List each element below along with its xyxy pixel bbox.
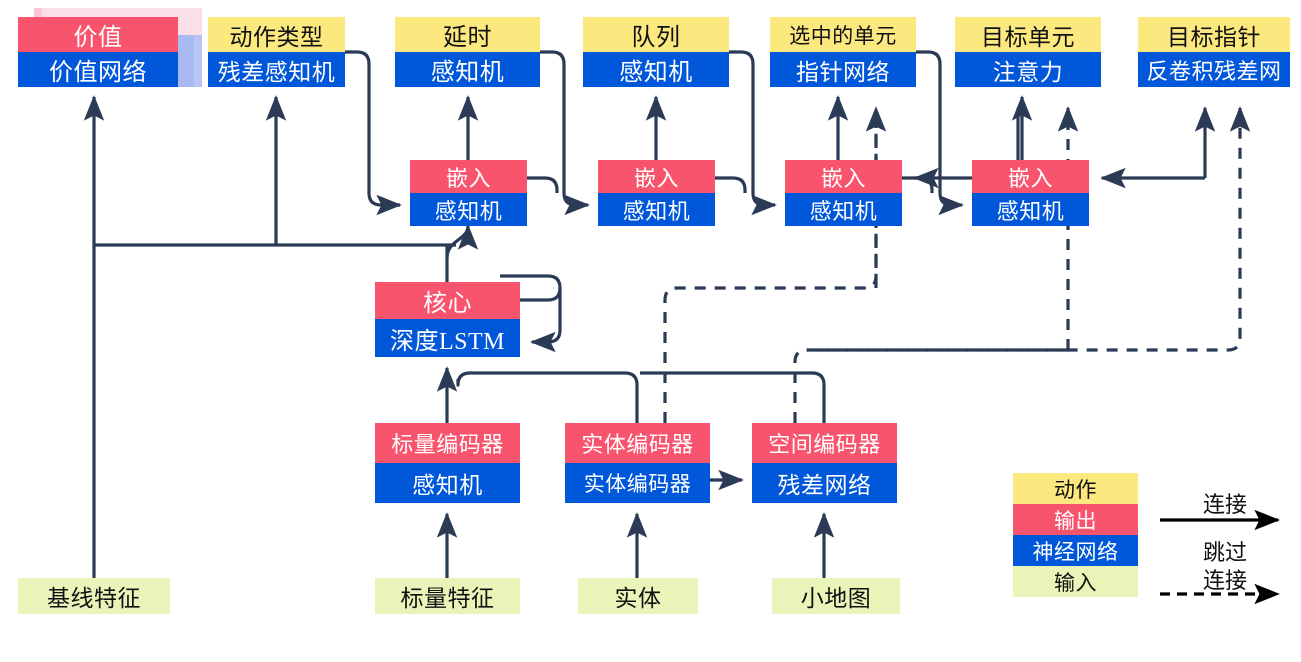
node-selected-units-bottom: 指针网络 xyxy=(770,52,916,87)
node-entity-encoder[interactable]: 实体编码器 实体编码器 xyxy=(565,423,710,503)
node-spatial-encoder[interactable]: 空间编码器 残差网络 xyxy=(752,423,897,503)
node-action-type-top: 动作类型 xyxy=(208,17,345,52)
node-embed-1-top: 嵌入 xyxy=(410,160,527,193)
node-delay[interactable]: 延时 感知机 xyxy=(395,17,540,87)
node-scalar-encoder[interactable]: 标量编码器 感知机 xyxy=(375,423,520,503)
node-queue[interactable]: 队列 感知机 xyxy=(583,17,729,87)
node-core[interactable]: 核心 深度LSTM xyxy=(375,282,520,357)
node-spatial-encoder-bottom: 残差网络 xyxy=(752,463,897,503)
input-entities-label: 实体 xyxy=(578,578,698,614)
legend-swatch-output: 输出 xyxy=(1013,504,1138,535)
node-embed-1-bottom: 感知机 xyxy=(410,193,527,226)
node-delay-bottom: 感知机 xyxy=(395,52,540,87)
node-embed-3[interactable]: 嵌入 感知机 xyxy=(785,160,902,226)
legend-swatches: 动作 输出 神经网络 输入 xyxy=(1013,473,1138,597)
node-embed-3-top: 嵌入 xyxy=(785,160,902,193)
node-core-bottom: 深度LSTM xyxy=(375,319,520,357)
node-embed-3-bottom: 感知机 xyxy=(785,193,902,226)
node-embed-2[interactable]: 嵌入 感知机 xyxy=(598,160,715,226)
node-value-top: 价值 xyxy=(18,17,178,52)
legend-arrow-layer xyxy=(1160,509,1280,605)
node-target-point-bottom: 反卷积残差网 xyxy=(1138,52,1290,87)
node-embed-4-top: 嵌入 xyxy=(972,160,1089,193)
node-spatial-encoder-top: 空间编码器 xyxy=(752,423,897,463)
node-embed-4-bottom: 感知机 xyxy=(972,193,1089,226)
input-minimap[interactable]: 小地图 xyxy=(772,578,900,614)
node-target-point[interactable]: 目标指针 反卷积残差网 xyxy=(1138,17,1290,87)
node-delay-top: 延时 xyxy=(395,17,540,52)
node-action-type-bottom: 残差感知机 xyxy=(208,52,345,87)
legend-swatch-input: 输入 xyxy=(1013,566,1138,597)
input-scalar-features[interactable]: 标量特征 xyxy=(375,578,520,614)
node-embed-2-top: 嵌入 xyxy=(598,160,715,193)
node-selected-units[interactable]: 选中的单元 指针网络 xyxy=(770,17,916,87)
node-scalar-encoder-bottom: 感知机 xyxy=(375,463,520,503)
input-minimap-label: 小地图 xyxy=(772,578,900,614)
node-selected-units-top: 选中的单元 xyxy=(770,17,916,52)
legend-connection-label: 连接 xyxy=(1202,492,1247,517)
node-action-type[interactable]: 动作类型 残差感知机 xyxy=(208,17,345,87)
node-scalar-encoder-top: 标量编码器 xyxy=(375,423,520,463)
input-entities[interactable]: 实体 xyxy=(578,578,698,614)
node-value[interactable]: 价值 价值网络 xyxy=(18,17,178,87)
input-baseline-features-label: 基线特征 xyxy=(18,578,170,614)
node-core-top: 核心 xyxy=(375,282,520,319)
node-target-unit-bottom: 注意力 xyxy=(955,52,1101,87)
legend-swatch-network: 神经网络 xyxy=(1013,535,1138,566)
node-embed-2-bottom: 感知机 xyxy=(598,193,715,226)
node-embed-4[interactable]: 嵌入 感知机 xyxy=(972,160,1089,226)
node-target-point-top: 目标指针 xyxy=(1138,17,1290,52)
legend-skip-label-line2: 连接 xyxy=(1202,568,1247,593)
node-value-bottom: 价值网络 xyxy=(18,52,178,87)
node-embed-1[interactable]: 嵌入 感知机 xyxy=(410,160,527,226)
node-entity-encoder-bottom: 实体编码器 xyxy=(565,463,710,503)
skip-edges xyxy=(663,106,1251,423)
node-entity-encoder-top: 实体编码器 xyxy=(565,423,710,463)
node-queue-bottom: 感知机 xyxy=(583,52,729,87)
input-scalar-features-label: 标量特征 xyxy=(375,578,520,614)
node-queue-top: 队列 xyxy=(583,17,729,52)
legend-skip-label-line1: 跳过 xyxy=(1202,540,1247,565)
legend-swatch-action: 动作 xyxy=(1013,473,1138,504)
input-baseline-features[interactable]: 基线特征 xyxy=(18,578,170,614)
node-target-unit[interactable]: 目标单元 注意力 xyxy=(955,17,1101,87)
node-target-unit-top: 目标单元 xyxy=(955,17,1101,52)
